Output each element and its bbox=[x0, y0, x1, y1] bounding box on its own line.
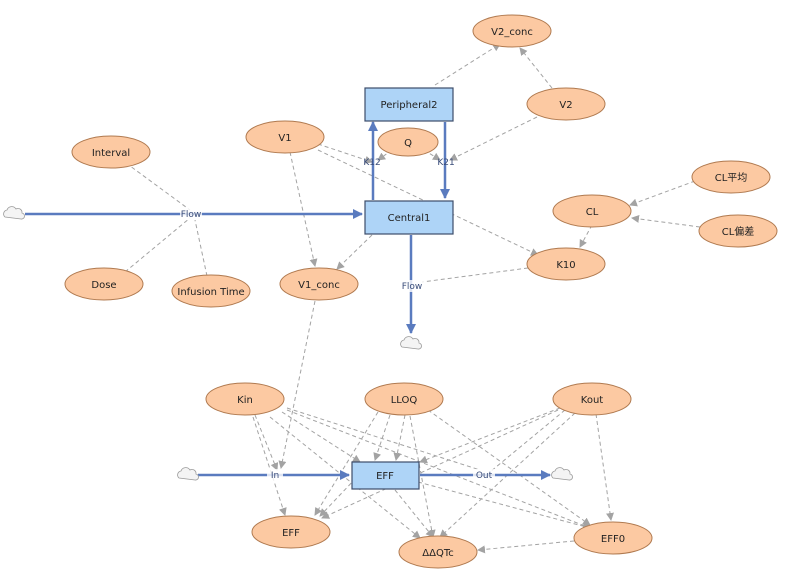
var-kin[interactable]: Kin bbox=[205, 382, 285, 416]
k21-flow-label: K21 bbox=[437, 158, 454, 168]
var-v1-label: V1 bbox=[278, 133, 291, 144]
link-peripheral2-v2conc bbox=[434, 43, 501, 86]
link-infusion-flow bbox=[194, 219, 208, 277]
source-cloud-icon bbox=[3, 206, 25, 220]
link-cl-k10 bbox=[579, 224, 593, 248]
link-lloq-effstock bbox=[373, 414, 391, 461]
stock-eff-label: EFF bbox=[376, 471, 394, 482]
link-lloq-eff bbox=[314, 411, 379, 516]
stocks: Peripheral2 Central1 EFF bbox=[351, 87, 454, 490]
dose-flow-label: Flow bbox=[181, 210, 202, 220]
var-eff[interactable]: EFF bbox=[251, 515, 331, 549]
var-infusion-time-label: Infusion Time bbox=[177, 287, 244, 298]
flow-labels: Flow Flow K12 K21 In Out bbox=[180, 158, 495, 481]
link-kout-effstock bbox=[419, 407, 561, 464]
link-eff0-ddqtc bbox=[477, 540, 575, 554]
var-q[interactable]: Q bbox=[377, 127, 439, 157]
link-kin-in bbox=[254, 414, 279, 471]
effect-source-cloud-icon bbox=[177, 467, 199, 481]
sink-cloud-icon bbox=[400, 336, 422, 350]
link-kin-eff bbox=[252, 416, 287, 516]
var-cl[interactable]: CL bbox=[552, 194, 632, 228]
link-kout-out bbox=[489, 409, 566, 473]
var-k10-label: K10 bbox=[556, 260, 575, 271]
link-dose-flow bbox=[124, 217, 191, 273]
var-lloq[interactable]: LLOQ bbox=[364, 382, 444, 416]
link-effstock-eff bbox=[319, 477, 357, 517]
link-kout-eff0 bbox=[595, 413, 614, 521]
link-v1-k12 bbox=[317, 143, 373, 164]
var-cl-mean-label: CL平均 bbox=[715, 172, 748, 184]
out-flow-label: Out bbox=[476, 471, 493, 481]
var-v2-label: V2 bbox=[559, 100, 572, 111]
link-kout-eff bbox=[321, 409, 559, 519]
stock-central1-label: Central1 bbox=[388, 213, 431, 224]
variables: V2_conc V2 Q V1 Interval Dose Infusion T… bbox=[64, 14, 778, 569]
stock-eff[interactable]: EFF bbox=[351, 461, 420, 490]
var-interval[interactable]: Interval bbox=[71, 135, 151, 169]
elim-flow-label: Flow bbox=[402, 282, 423, 292]
in-flow-label: In bbox=[271, 471, 279, 481]
link-kin-out bbox=[286, 407, 481, 471]
var-v2[interactable]: V2 bbox=[526, 87, 606, 121]
link-clmean-cl bbox=[629, 180, 696, 207]
var-dose-label: Dose bbox=[91, 280, 116, 291]
var-v2-conc-label: V2_conc bbox=[491, 27, 533, 38]
var-k10[interactable]: K10 bbox=[526, 247, 606, 281]
var-lloq-label: LLOQ bbox=[391, 395, 418, 406]
var-cl-mean[interactable]: CL平均 bbox=[691, 160, 771, 194]
k12-flow-label: K12 bbox=[363, 158, 380, 168]
link-v1conc-in bbox=[278, 300, 316, 469]
link-effstock-ddqtc bbox=[394, 489, 434, 538]
link-effstock-eff0 bbox=[417, 481, 591, 531]
link-k10-flow bbox=[421, 267, 529, 283]
var-eff0[interactable]: EFF0 bbox=[573, 521, 653, 555]
link-kin-eff0 bbox=[286, 409, 591, 530]
var-dose[interactable]: Dose bbox=[64, 267, 144, 301]
var-interval-label: Interval bbox=[92, 148, 130, 159]
link-cldev-cl bbox=[631, 214, 701, 228]
stock-peripheral2[interactable]: Peripheral2 bbox=[364, 87, 454, 122]
var-v1[interactable]: V1 bbox=[245, 120, 325, 154]
var-v2-conc[interactable]: V2_conc bbox=[472, 14, 552, 48]
var-eff0-label: EFF0 bbox=[601, 534, 625, 545]
var-kout[interactable]: Kout bbox=[552, 382, 632, 416]
var-ddqtc-label: ΔΔQTc bbox=[422, 548, 453, 559]
clouds bbox=[3, 206, 573, 481]
var-kin-label: Kin bbox=[237, 395, 253, 406]
link-kin-effstock bbox=[281, 411, 361, 463]
stock-central1[interactable]: Central1 bbox=[364, 200, 454, 235]
link-v1-v1conc bbox=[289, 151, 318, 267]
var-kout-label: Kout bbox=[581, 395, 604, 406]
var-infusion-time[interactable]: Infusion Time bbox=[171, 274, 251, 308]
link-interval-flow bbox=[125, 162, 191, 211]
var-ddqtc[interactable]: ΔΔQTc bbox=[398, 535, 478, 569]
var-cl-label: CL bbox=[586, 207, 599, 218]
var-eff-label: EFF bbox=[282, 528, 300, 539]
stock-peripheral2-label: Peripheral2 bbox=[381, 100, 438, 111]
effect-sink-cloud-icon bbox=[551, 467, 573, 481]
link-v2-k21 bbox=[449, 116, 538, 161]
link-v2-v2conc bbox=[519, 47, 553, 89]
link-central1-v1conc bbox=[336, 234, 373, 270]
var-cl-dev-label: CL偏差 bbox=[722, 225, 755, 238]
var-q-label: Q bbox=[404, 138, 412, 149]
var-cl-dev[interactable]: CL偏差 bbox=[698, 214, 778, 248]
var-v1-conc[interactable]: V1_conc bbox=[279, 267, 359, 301]
var-v1-conc-label: V1_conc bbox=[298, 280, 340, 291]
link-lloq-effstock2 bbox=[393, 414, 406, 461]
link-lloq-eff0 bbox=[427, 409, 591, 526]
